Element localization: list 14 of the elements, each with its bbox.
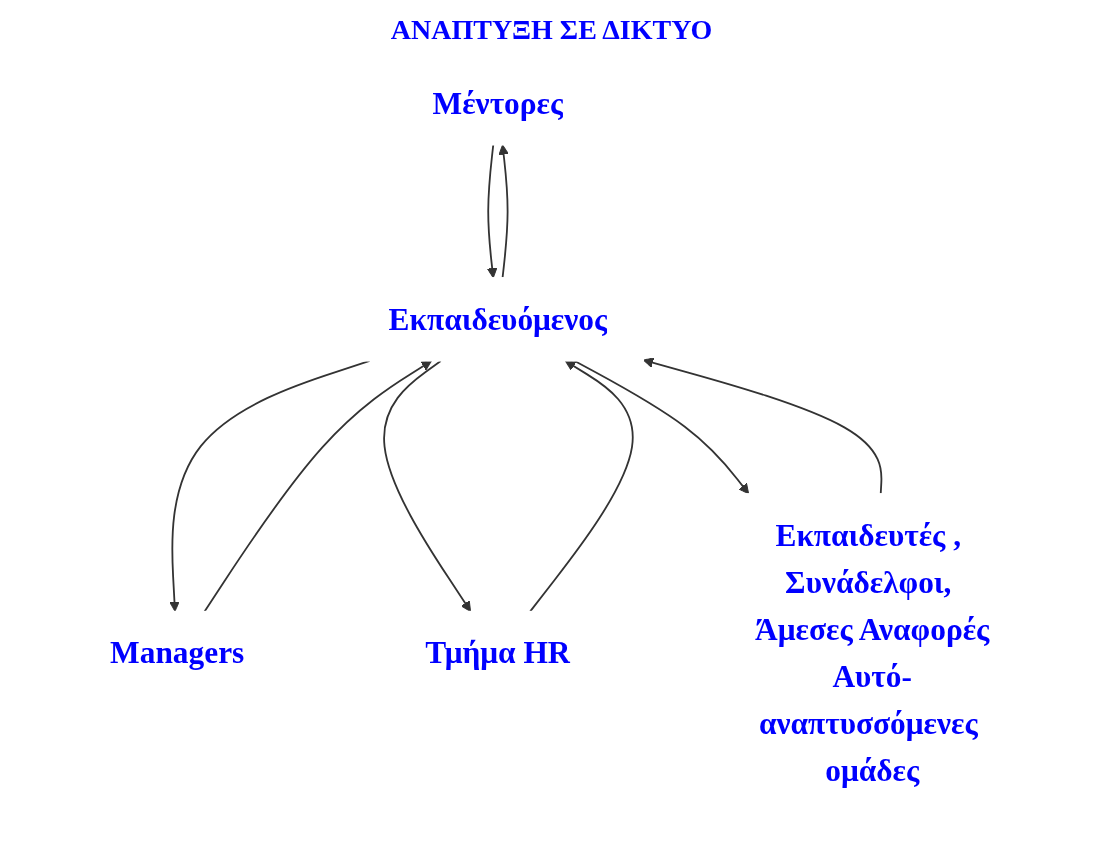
node-text: Εκπαιδευτές , Συνάδελφοι, Άμεσες Αναφορές Αυτό-αναπτυσσόμενες ομάδες	[755, 517, 990, 789]
arrow	[642, 357, 883, 495]
diagram-title: ΑΝΑΠΤΥΞΗ ΣΕ ΔΙΚΤΥΟ	[389, 14, 714, 46]
node-text: Τμήμα HR	[425, 635, 571, 671]
node-text: Managers	[110, 635, 245, 671]
arrow	[486, 144, 498, 279]
arrow	[529, 360, 634, 613]
arrow	[573, 360, 750, 495]
arrow	[498, 144, 509, 279]
arrow	[383, 360, 472, 612]
arrow	[169, 360, 371, 612]
arrow	[203, 360, 432, 613]
node-text: Εκπαιδευόμενος	[388, 301, 608, 337]
node-text: Μέντορες	[432, 85, 564, 121]
